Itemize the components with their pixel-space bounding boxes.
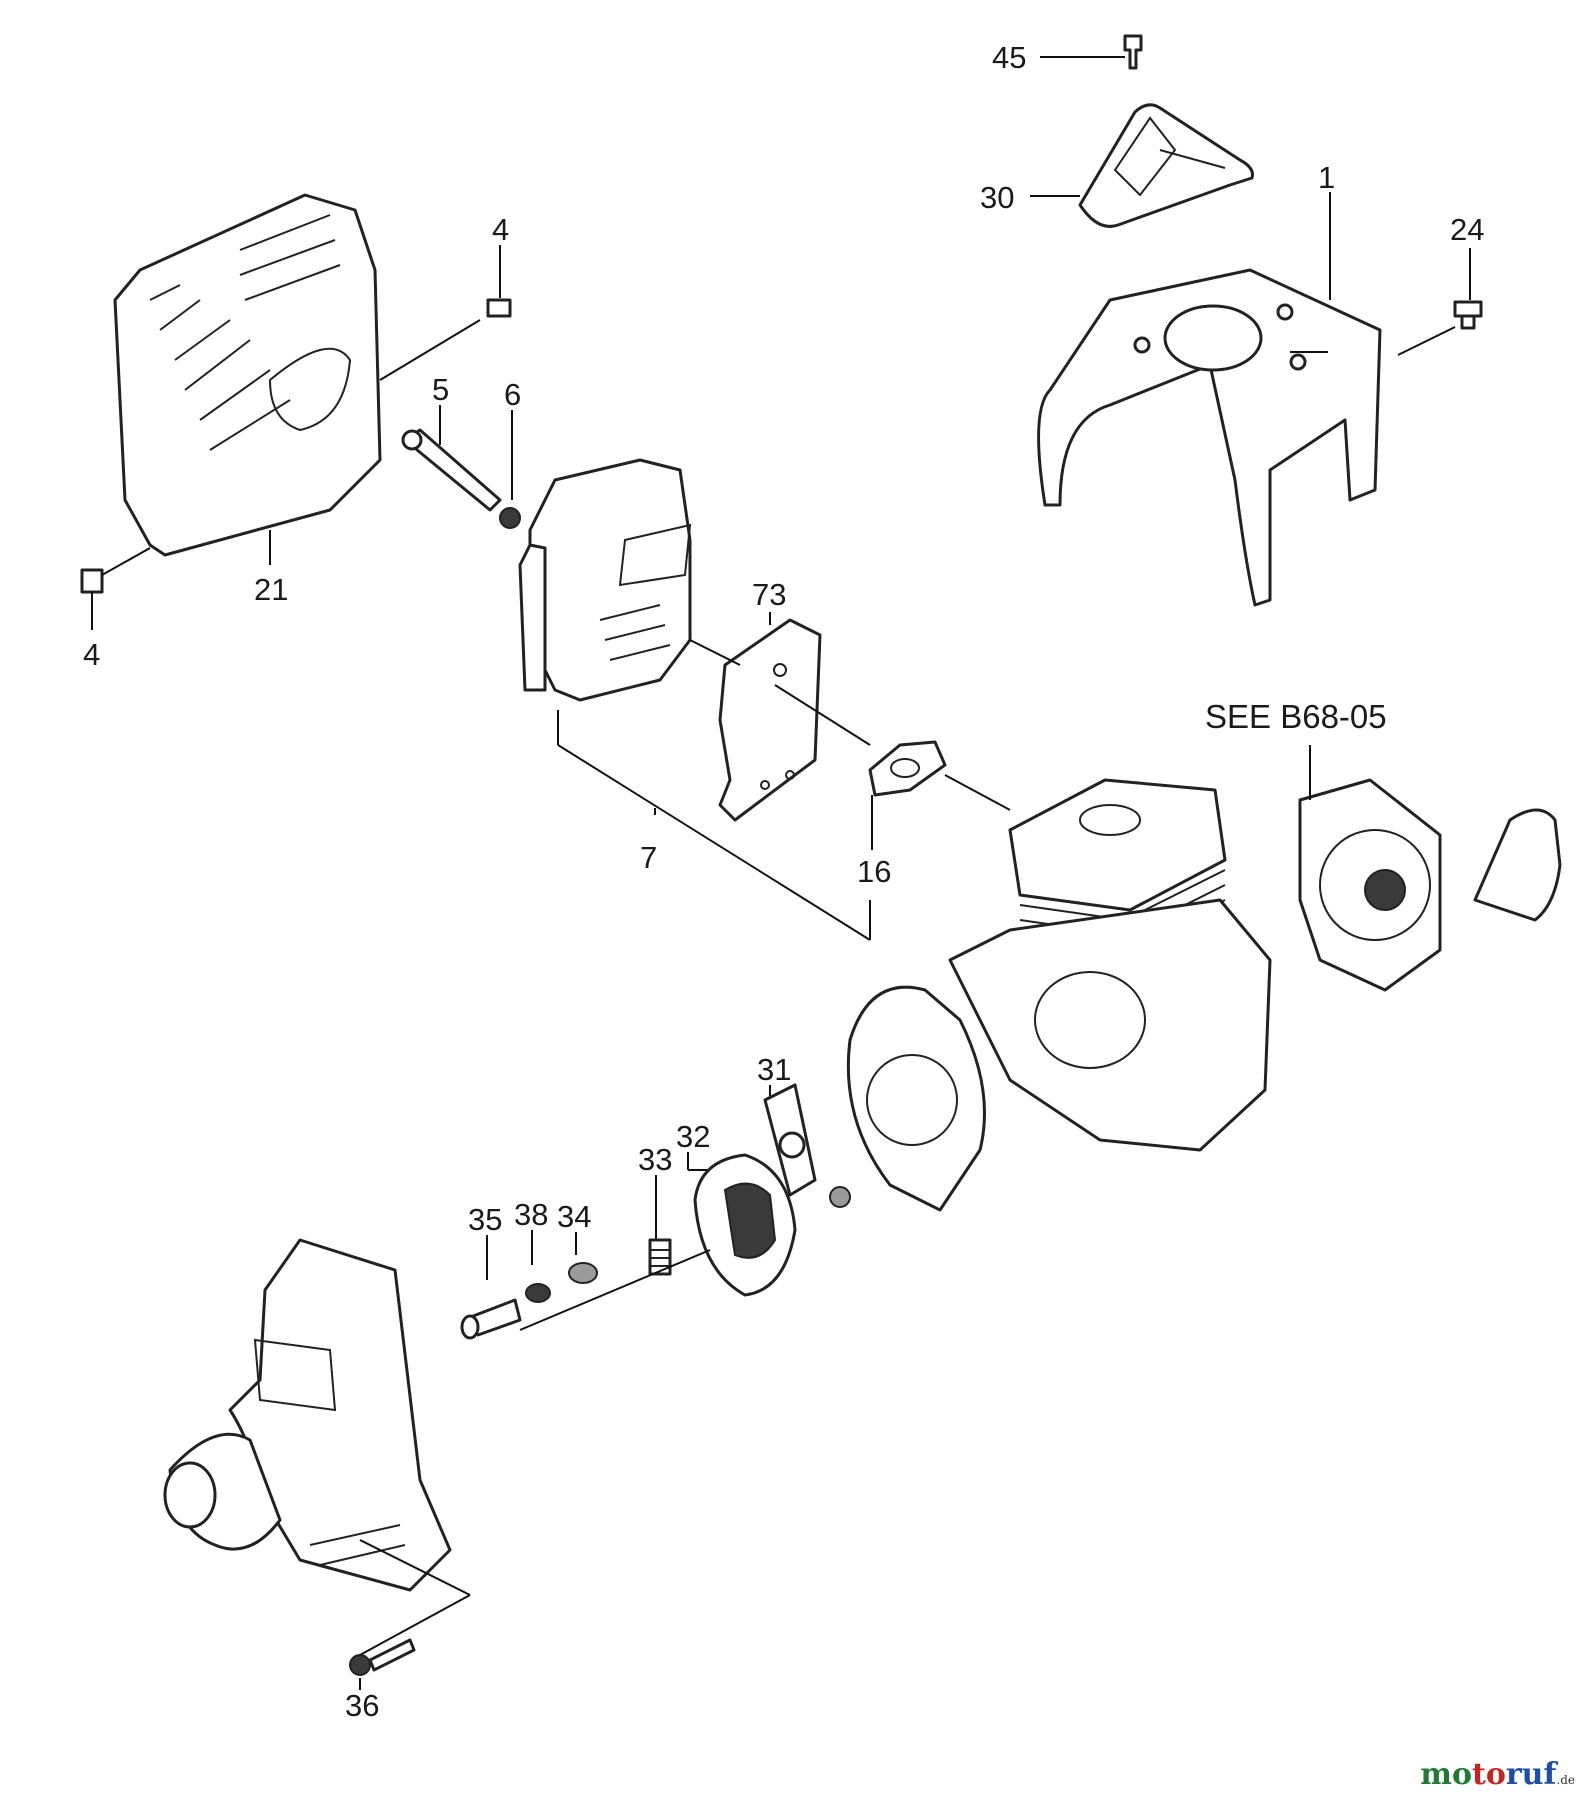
washer-31 <box>763 1083 851 1208</box>
screw-4-top <box>486 245 512 318</box>
nut-6 <box>499 410 521 529</box>
screw-24 <box>1397 248 1483 356</box>
callout-30: 30 <box>980 180 1014 215</box>
cover-30 <box>1030 103 1254 228</box>
callout-7: 7 <box>640 840 657 875</box>
callout-5: 5 <box>432 372 449 407</box>
housing-1 <box>1037 192 1382 607</box>
screw-36 <box>349 1638 416 1690</box>
callout-34: 34 <box>557 1199 591 1234</box>
callout-45: 45 <box>992 40 1026 75</box>
washer-38 <box>525 1230 551 1303</box>
callout-38: 38 <box>514 1197 548 1232</box>
callout-33: 33 <box>638 1142 672 1177</box>
callout-21: 21 <box>254 572 288 607</box>
muffler-7 <box>518 458 871 941</box>
clutch-32 <box>687 1152 797 1297</box>
engine-block <box>846 778 1272 1212</box>
callout-36: 36 <box>345 1688 379 1723</box>
gear-case-cover <box>163 1238 471 1656</box>
callout-73: 73 <box>752 577 786 612</box>
spring-33 <box>648 1175 672 1276</box>
bolt-5 <box>401 405 502 512</box>
callout-24: 24 <box>1450 212 1484 247</box>
callout-1: 1 <box>1318 160 1335 195</box>
callout-31: 31 <box>757 1052 791 1087</box>
callout-4-bottom: 4 <box>83 637 100 672</box>
screw-4-bottom <box>80 547 151 630</box>
callout-16: 16 <box>857 854 891 889</box>
callout-35: 35 <box>468 1202 502 1237</box>
motoruf-logo: motoruf.de <box>1420 1757 1575 1792</box>
bolt-35 <box>460 1235 711 1340</box>
cover-21 <box>113 193 481 565</box>
callout-32: 32 <box>676 1119 710 1154</box>
callout-6: 6 <box>504 377 521 412</box>
screw-45 <box>1040 34 1143 70</box>
callout-4-top: 4 <box>492 212 509 247</box>
recoil-starter <box>1298 745 1562 992</box>
reference-note: SEE B68-05 <box>1205 698 1387 735</box>
gasket-16 <box>868 740 1011 850</box>
plate-73 <box>689 612 871 822</box>
washer-34 <box>568 1232 598 1284</box>
